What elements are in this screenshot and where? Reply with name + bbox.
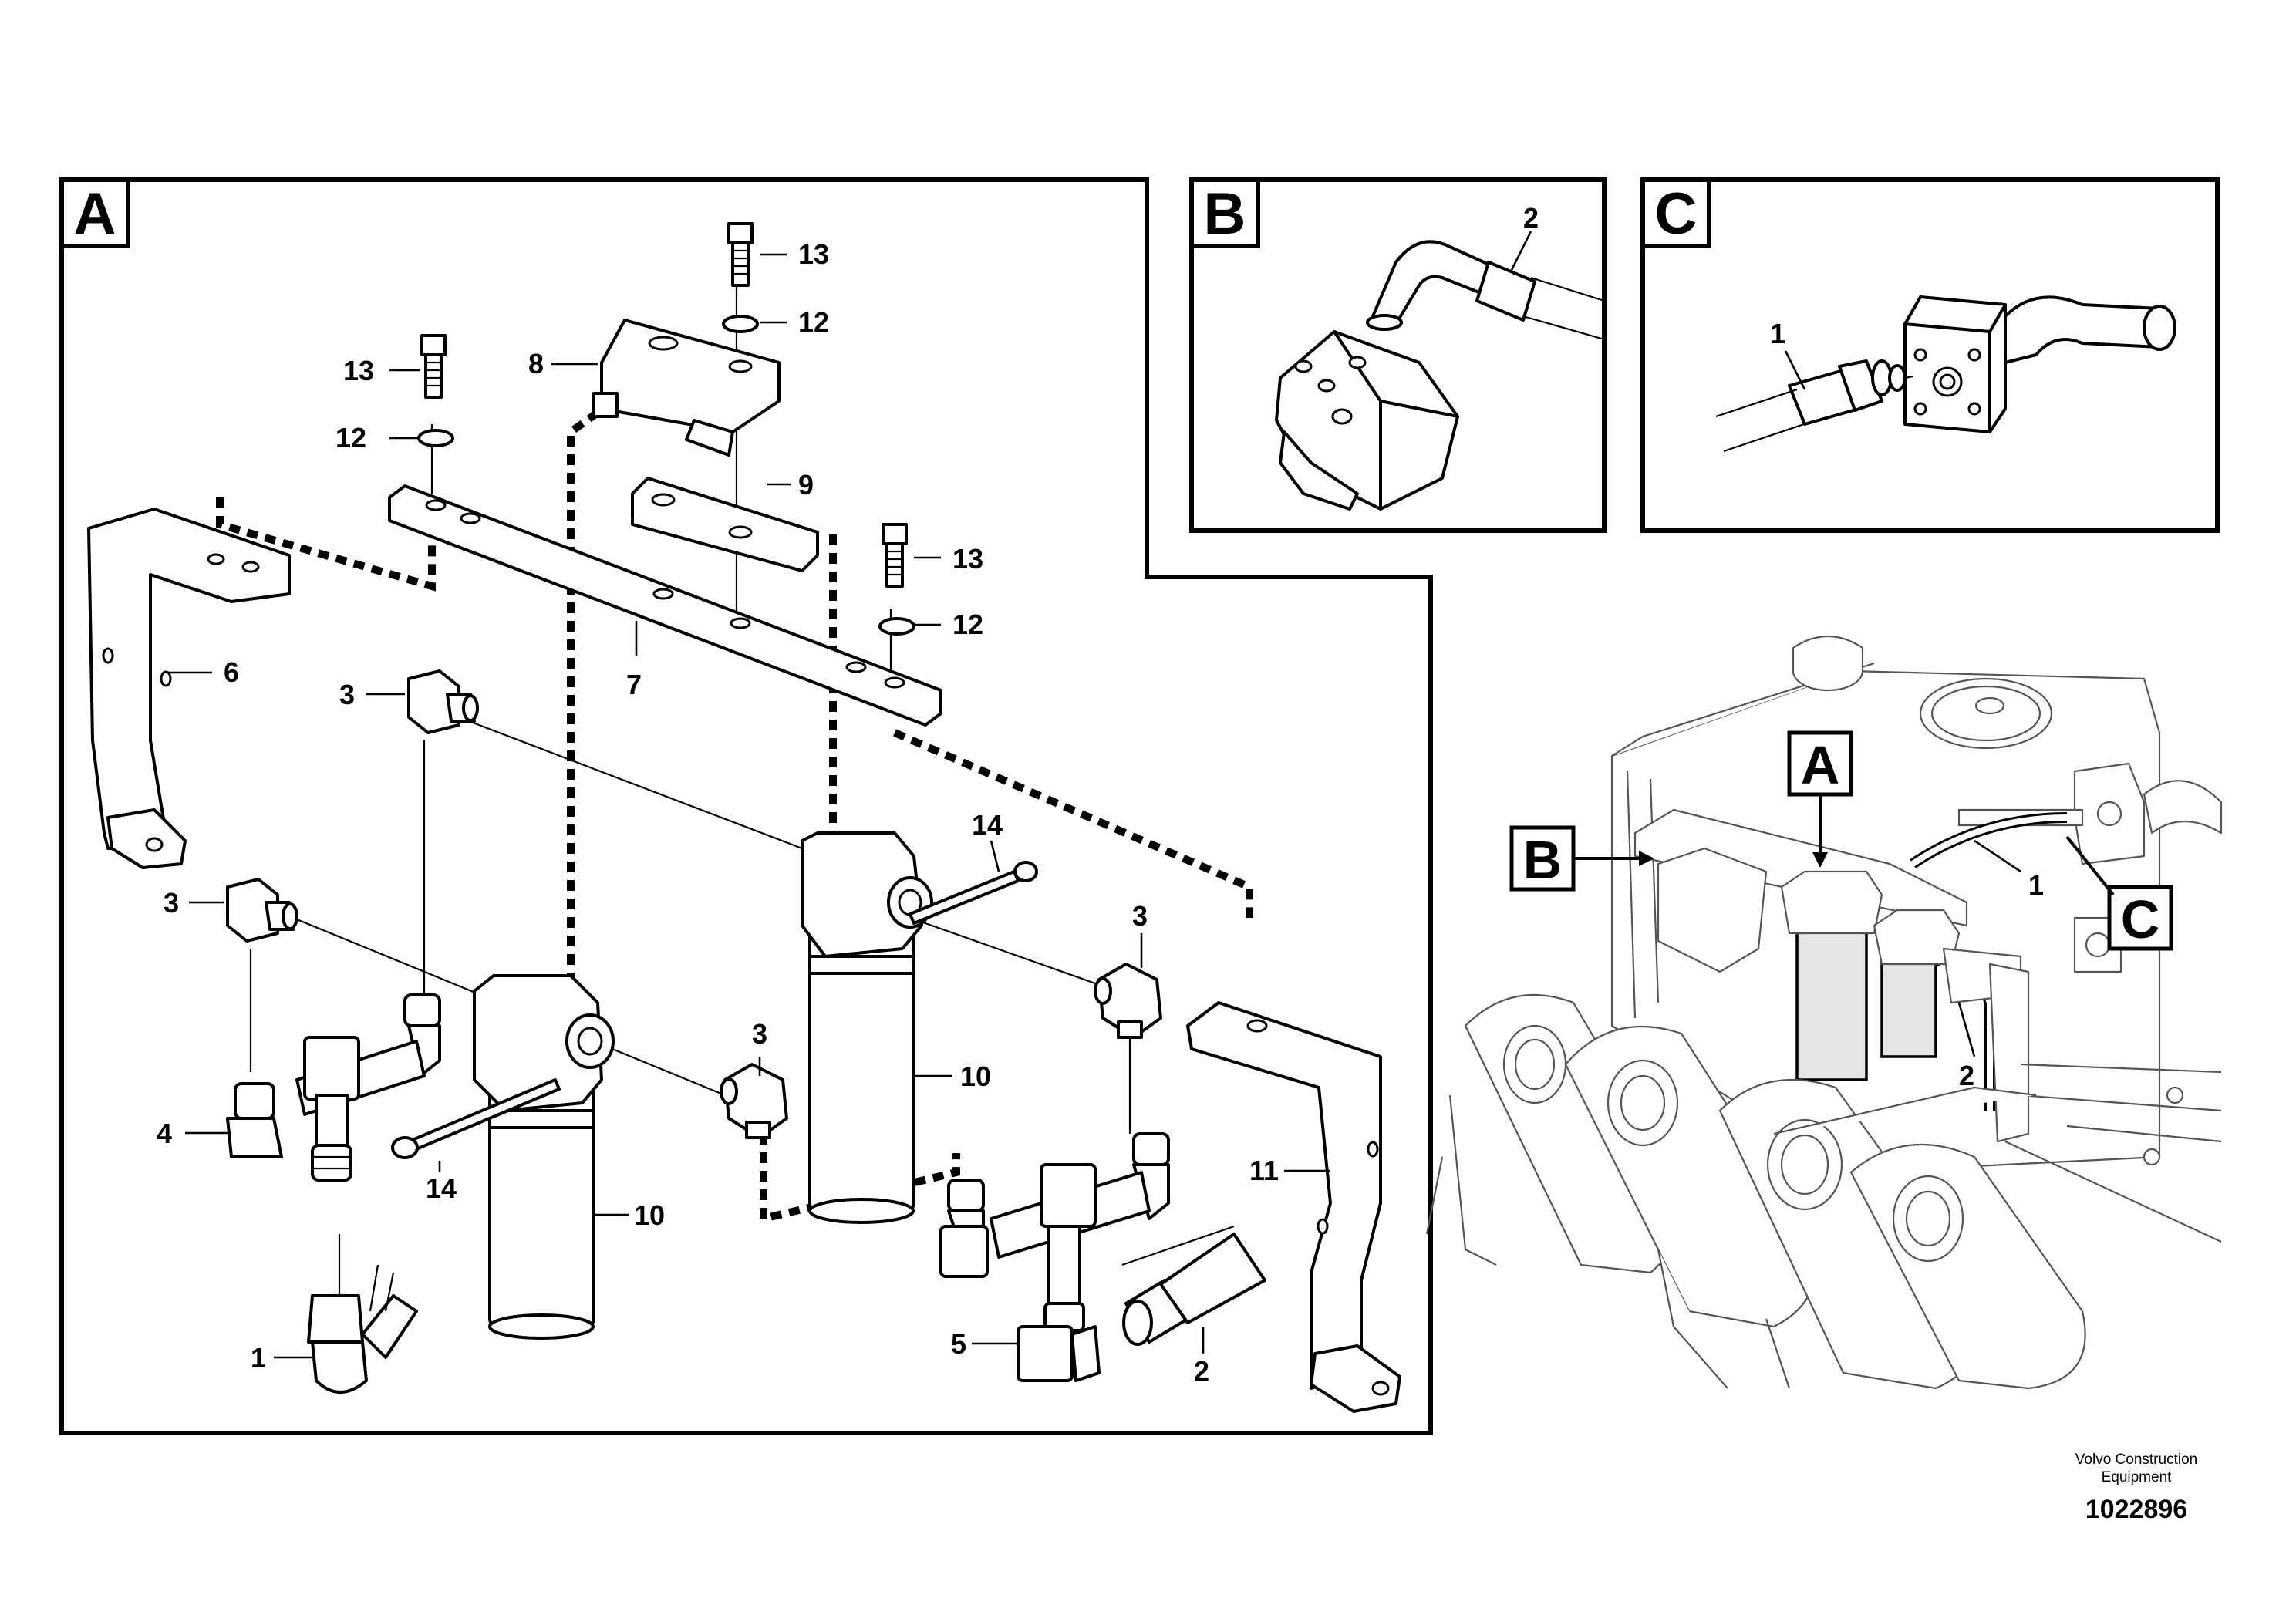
bracket-11	[1186, 1001, 1401, 1413]
hose-2-b	[1366, 240, 1605, 341]
brand-line-1: Volvo Construction	[2075, 1452, 2197, 1468]
bracket-8	[592, 319, 781, 457]
washer-12-left	[417, 429, 454, 447]
callout-2: 2	[1194, 1355, 1209, 1387]
callout-1: 1	[251, 1342, 266, 1374]
leader-b-2	[1510, 231, 1532, 271]
view-b-letter-box	[1189, 177, 1260, 248]
pipe-bend-c	[2004, 295, 2176, 364]
view-b: B 2	[1189, 177, 1607, 533]
overview-leader-2	[1957, 1002, 1976, 1057]
overview-label-a: A	[1801, 735, 1840, 795]
hose-2-end	[1122, 1233, 1266, 1346]
callout-10-right: 10	[960, 1061, 991, 1092]
view-a-letter-box	[59, 177, 130, 248]
callout-14-left: 14	[426, 1172, 457, 1204]
filter-10-right	[801, 831, 933, 1224]
view-b-frame	[1189, 177, 1607, 533]
bolt-13-left	[420, 334, 447, 399]
bracket-9	[631, 477, 819, 572]
leader-c-1	[1784, 350, 1806, 390]
callout-11: 11	[1249, 1155, 1279, 1186]
view-b-letter: B	[1204, 181, 1246, 247]
valve-block-c	[1903, 295, 2007, 433]
valve-block-b	[1275, 330, 1459, 511]
tee-fitting-5	[939, 1132, 1170, 1382]
screw-14-right	[909, 861, 1038, 925]
callout-3-upper: 3	[339, 679, 355, 710]
callout-5: 5	[951, 1328, 966, 1360]
overview-leader-1	[1974, 839, 2021, 873]
overview-callout-2: 2	[1959, 1060, 1974, 1091]
view-a-letter: A	[74, 181, 116, 247]
brand-line-2: Equipment	[2102, 1469, 2173, 1485]
elbow-fitting-3-mid	[720, 1063, 788, 1139]
elbow-fitting-3-upper	[407, 669, 479, 734]
view-c-frame	[1640, 177, 2220, 533]
overview-label-c-box	[2107, 885, 2173, 951]
view-c-letter: C	[1655, 181, 1698, 247]
tee-fitting-4	[226, 993, 441, 1182]
assembly-line-1	[458, 716, 803, 850]
washer-12-right	[878, 617, 915, 636]
footer: Volvo Construction Equipment 1022896	[2075, 1452, 2197, 1524]
callout-12-left: 12	[335, 422, 366, 454]
overview-leader-c	[2065, 835, 2115, 896]
hose-fitting-c	[1715, 359, 1913, 453]
callout-3-left: 3	[164, 887, 179, 919]
view-c-letter-box	[1640, 177, 1711, 248]
callout-6: 6	[224, 656, 239, 688]
callout-7: 7	[626, 669, 642, 700]
view-a-frame	[59, 177, 1433, 1435]
callout-10-left: 10	[634, 1199, 665, 1231]
dashed-line-filter-lower	[760, 1134, 960, 1224]
assembly-line-11	[1121, 1225, 1235, 1266]
elbow-fitting-3-right	[1094, 963, 1162, 1039]
view-c: C 1	[1640, 177, 2220, 533]
callout-4: 4	[157, 1118, 172, 1149]
dashed-line-bracket11	[893, 729, 1253, 918]
hose-fitting-1	[307, 1264, 418, 1394]
callout-13-right: 13	[952, 543, 983, 575]
bolt-13-right	[882, 523, 908, 588]
leader-14-right	[990, 840, 1000, 872]
screw-14-left	[391, 1078, 561, 1159]
callout-13-left: 13	[343, 355, 374, 386]
callout-9: 9	[798, 469, 814, 501]
callout-3-mid: 3	[752, 1018, 767, 1050]
dashed-line-bracket8	[538, 409, 600, 1008]
callout-b-2: 2	[1523, 202, 1539, 234]
callout-14-right: 14	[972, 809, 1003, 841]
dashed-line-bracket6	[216, 497, 436, 592]
bolt-13-top	[727, 222, 754, 287]
overview-label-c: C	[2121, 889, 2160, 949]
filter-10-left	[473, 974, 615, 1340]
bracket-6	[87, 508, 291, 869]
view-a: A	[59, 177, 1433, 1435]
washer-12-top	[722, 315, 759, 333]
callout-12-top: 12	[798, 306, 829, 338]
callout-3-right: 3	[1132, 900, 1148, 932]
overview-illustration: A B C 1 2	[1425, 636, 2223, 1390]
callout-c-1: 1	[1770, 318, 1785, 349]
overview-label-a-box	[1787, 730, 1853, 797]
drawing-number: 1022896	[2085, 1495, 2187, 1524]
callout-8: 8	[528, 348, 544, 379]
callout-12-right: 12	[952, 609, 983, 640]
bracket-7	[388, 484, 942, 727]
overview-callout-1: 1	[2028, 869, 2044, 901]
overview-label-b: B	[1523, 830, 1563, 890]
callout-13-top: 13	[798, 238, 829, 270]
elbow-fitting-3-left	[226, 878, 298, 943]
assembly-line-3	[909, 916, 1096, 985]
overview-hose-1-inner	[1910, 814, 2068, 867]
